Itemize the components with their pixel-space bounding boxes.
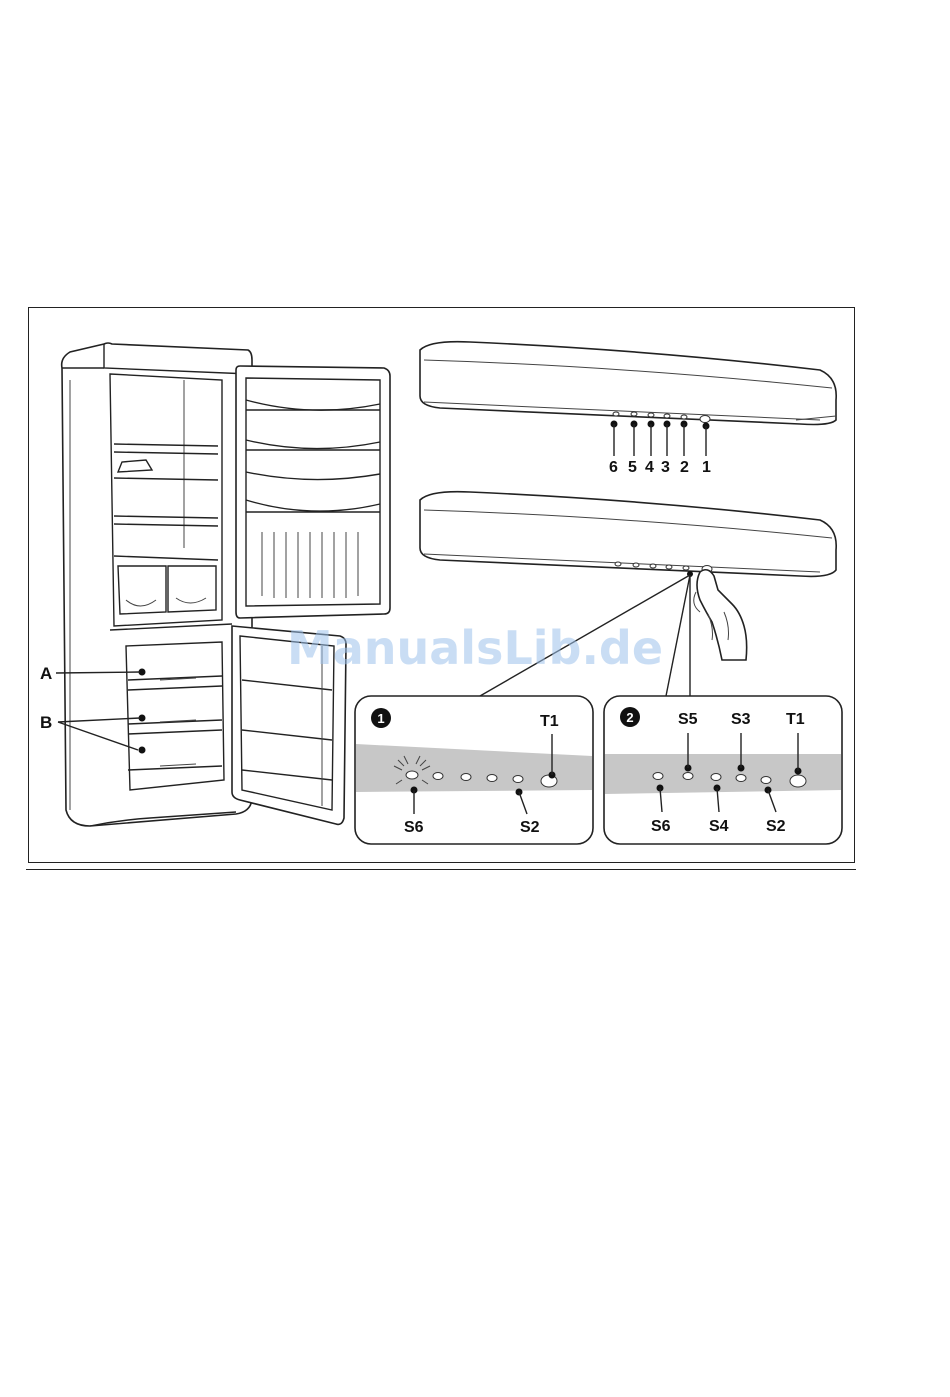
panel-number-6: 6 xyxy=(609,459,618,476)
inset-1-label-s2: S2 xyxy=(520,819,540,836)
inset-2-label-s2: S2 xyxy=(766,818,786,835)
panel-number-4: 4 xyxy=(645,459,654,476)
label-b: B xyxy=(40,713,52,732)
panel-number-3: 3 xyxy=(661,459,670,476)
watermark: ManualsLib.de xyxy=(287,621,663,675)
inset-2-label-s4: S4 xyxy=(709,818,729,835)
label-a: A xyxy=(40,664,52,683)
control-strip-top xyxy=(420,342,836,456)
inset-2-label-s6: S6 xyxy=(651,818,671,835)
panel-number-1: 1 xyxy=(702,459,711,476)
fridge-illustration xyxy=(56,343,390,826)
panel-number-5: 5 xyxy=(628,459,637,476)
inset-1-label-s6: S6 xyxy=(404,819,424,836)
inset-1-badge: 1 xyxy=(377,711,384,726)
panel-number-2: 2 xyxy=(680,459,689,476)
inset-2-badge: 2 xyxy=(626,710,633,725)
inset-1-label-t1: T1 xyxy=(540,713,559,730)
inset-2-label-s3: S3 xyxy=(731,711,751,728)
inset-2-label-t1: T1 xyxy=(786,711,805,728)
inset-2-label-s5: S5 xyxy=(678,711,698,728)
